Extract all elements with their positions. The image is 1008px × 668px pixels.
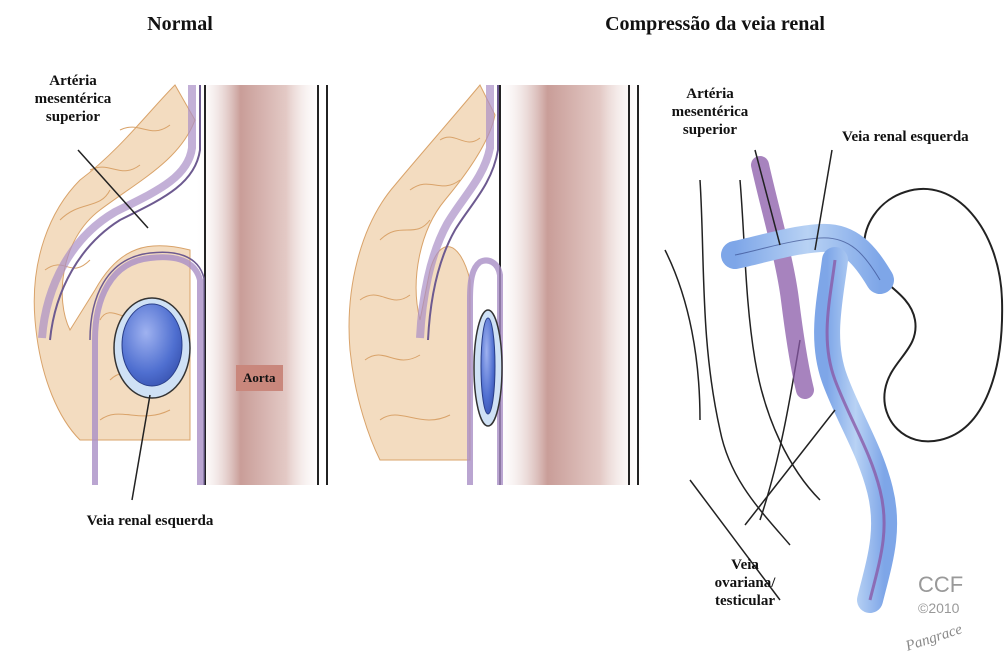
aorta-body-2 xyxy=(495,85,645,485)
panel-compressed xyxy=(349,85,645,485)
panel-anatomy xyxy=(665,150,1002,600)
aorta-body xyxy=(195,85,325,485)
renal-vein-vessel xyxy=(735,238,880,280)
credit-year: ©2010 xyxy=(918,598,959,618)
label-gonadal: Veia ovariana/ testicular xyxy=(690,556,800,610)
title-compression: Compressão da veia renal xyxy=(565,15,865,33)
label-lrv-right: Veia renal esquerda xyxy=(842,128,1008,146)
label-sma-right-line3: superior xyxy=(655,121,765,139)
compressed-vein-lumen xyxy=(481,318,495,414)
label-gonadal-line1: Veia xyxy=(690,556,800,574)
label-sma-left-line2: mesentérica xyxy=(18,90,128,108)
label-aorta: Aorta xyxy=(236,365,283,391)
label-sma-left-line1: Artéria xyxy=(18,72,128,90)
label-gonadal-line3: testicular xyxy=(690,592,800,610)
leader-gonadal xyxy=(745,410,835,525)
kidney xyxy=(864,189,1002,441)
label-sma-right-line1: Artéria xyxy=(655,85,765,103)
label-gonadal-line2: ovariana/ xyxy=(690,574,800,592)
label-sma-left-line3: superior xyxy=(18,108,128,126)
sma-vessel xyxy=(760,165,805,390)
title-normal: Normal xyxy=(130,15,230,33)
label-sma-right: Artéria mesentérica superior xyxy=(655,85,765,139)
label-sma-left: Artéria mesentérica superior xyxy=(18,72,128,126)
credit-org: CCF xyxy=(918,575,963,595)
renal-vein-lumen xyxy=(122,304,182,386)
label-lrv-left: Veia renal esquerda xyxy=(65,512,235,530)
label-sma-right-line2: mesentérica xyxy=(655,103,765,121)
panel-normal xyxy=(34,85,327,500)
